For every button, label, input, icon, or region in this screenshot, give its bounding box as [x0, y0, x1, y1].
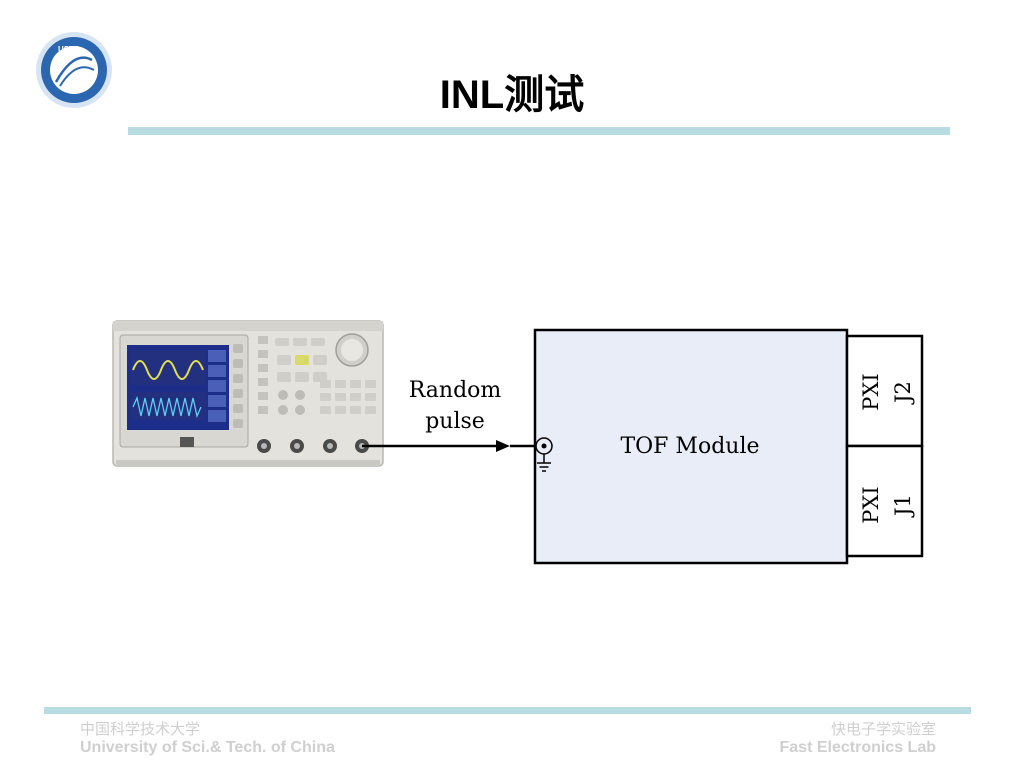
- tof-module: [533, 328, 849, 565]
- pxi-j2-label-line1: PXI: [859, 373, 883, 410]
- logo-text: USTC: [58, 45, 80, 54]
- pxi-j1-label-line1: PXI: [859, 486, 883, 523]
- pxi-j1-connector: [845, 444, 924, 558]
- footer-divider: [44, 707, 971, 714]
- tof-module-label: TOF Module: [620, 434, 759, 459]
- signal-generator: [112, 320, 384, 467]
- footer-university-cn: 中国科学技术大学: [80, 720, 201, 738]
- pxi-j2-connector: [845, 334, 924, 448]
- signal-arrow-head: [496, 440, 510, 452]
- signal-label-line1: Random: [409, 378, 502, 403]
- footer-lab-en: Fast Electronics Lab: [779, 739, 937, 756]
- ustc-logo: USTC: [36, 32, 112, 108]
- pxi-j1-label-line2: J1: [891, 494, 915, 518]
- footer-right: 快电子学实验室 Fast Electronics Lab: [780, 718, 937, 757]
- slide-title: INL测试: [439, 73, 585, 117]
- footer-left: 中国科学技术大学 University of Sci.& Tech. of Ch…: [80, 718, 335, 757]
- signal-label-line2: pulse: [425, 409, 485, 434]
- module-input-connector-icon: [535, 437, 553, 472]
- pxi-j2-label-line2: J2: [891, 381, 915, 405]
- footer-university-en: University of Sci.& Tech. of China: [80, 739, 335, 756]
- footer-lab-cn: 快电子学实验室: [830, 720, 936, 738]
- title-divider: [128, 127, 950, 135]
